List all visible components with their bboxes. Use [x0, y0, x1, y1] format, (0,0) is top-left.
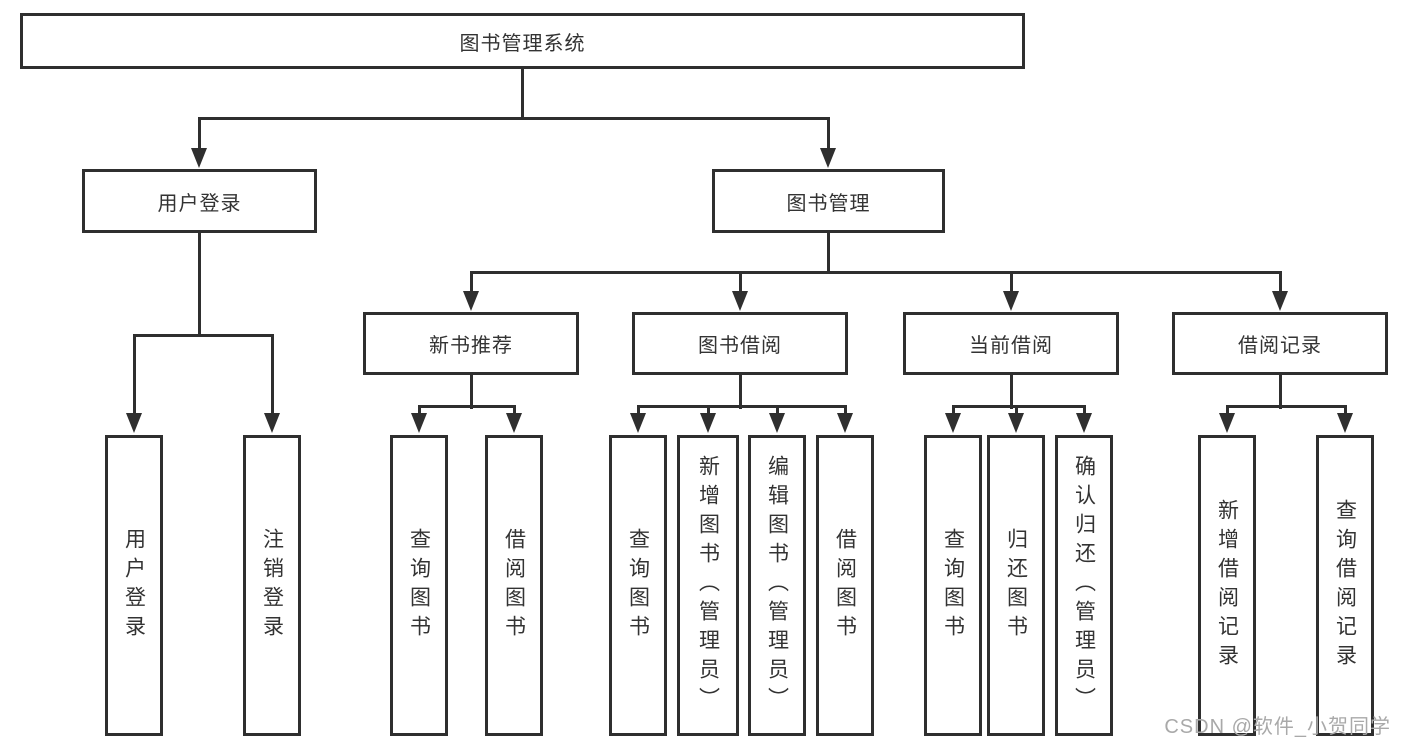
- connector-vline: [521, 69, 524, 120]
- arrow-down-icon: [630, 413, 646, 433]
- node-book-borrow-label: 图书借阅: [698, 335, 782, 357]
- node-book-management: 图书管理: [712, 169, 945, 233]
- arrow-down-icon: [1076, 413, 1092, 433]
- node-leaf-borrow-book-1-label: 借阅图书: [502, 527, 526, 644]
- node-current-borrow-label: 当前借阅: [969, 335, 1053, 357]
- node-leaf-borrow-book-1: 借阅图书: [485, 435, 543, 736]
- node-new-book-recommend-label: 新书推荐: [429, 335, 513, 357]
- connector-vline: [1344, 408, 1347, 413]
- node-leaf-add-borrow-record: 新增借阅记录: [1198, 435, 1256, 736]
- connector-vline: [844, 408, 847, 413]
- connector-vline: [637, 408, 640, 413]
- arrow-down-icon: [506, 413, 522, 433]
- connector-vline: [198, 233, 201, 337]
- connector-vline: [198, 120, 201, 148]
- connector-vline: [1279, 274, 1282, 291]
- connector-hline: [952, 405, 1086, 408]
- connector-vline: [1083, 408, 1086, 413]
- connector-vline: [271, 337, 274, 413]
- node-leaf-query-book-1: 查询图书: [390, 435, 448, 736]
- node-leaf-logout: 注销登录: [243, 435, 301, 736]
- connector-vline: [739, 274, 742, 291]
- arrow-down-icon: [126, 413, 142, 433]
- connector-hline: [198, 117, 830, 120]
- node-leaf-logout-label: 注销登录: [260, 527, 284, 644]
- node-leaf-user-login-label: 用户登录: [122, 527, 146, 644]
- node-leaf-borrow-book-2: 借阅图书: [816, 435, 874, 736]
- connector-vline: [1010, 375, 1013, 409]
- node-user-login-label: 用户登录: [157, 192, 242, 215]
- node-borrow-records-label: 借阅记录: [1238, 335, 1322, 357]
- node-leaf-confirm-return-label: 确认归还（管理员）: [1072, 455, 1096, 716]
- connector-vline: [827, 120, 830, 148]
- node-leaf-query-book-1-label: 查询图书: [407, 527, 431, 644]
- connector-vline: [513, 408, 516, 413]
- node-borrow-records: 借阅记录: [1172, 312, 1388, 375]
- connector-hline: [418, 405, 516, 408]
- node-leaf-edit-book: 编辑图书（管理员）: [748, 435, 806, 736]
- node-root-label: 图书管理系统: [459, 32, 586, 55]
- connector-vline: [707, 408, 710, 413]
- node-leaf-query-borrow-record: 查询借阅记录: [1316, 435, 1374, 736]
- connector-vline: [776, 408, 779, 413]
- node-leaf-query-book-3: 查询图书: [924, 435, 982, 736]
- node-leaf-query-book-3-label: 查询图书: [941, 527, 965, 644]
- node-leaf-add-book: 新增图书（管理员）: [677, 435, 739, 736]
- node-book-borrow: 图书借阅: [632, 312, 848, 375]
- connector-vline: [952, 408, 955, 413]
- connector-vline: [1226, 408, 1229, 413]
- node-leaf-query-borrow-record-label: 查询借阅记录: [1333, 498, 1357, 673]
- node-leaf-confirm-return: 确认归还（管理员）: [1055, 435, 1113, 736]
- connector-hline: [1226, 405, 1347, 408]
- node-new-book-recommend: 新书推荐: [363, 312, 579, 375]
- arrow-down-icon: [264, 413, 280, 433]
- arrow-down-icon: [1003, 291, 1019, 311]
- node-leaf-user-login: 用户登录: [105, 435, 163, 736]
- arrow-down-icon: [732, 291, 748, 311]
- node-leaf-borrow-book-2-label: 借阅图书: [833, 527, 857, 644]
- arrow-down-icon: [1337, 413, 1353, 433]
- node-leaf-add-borrow-record-label: 新增借阅记录: [1215, 498, 1239, 673]
- node-leaf-query-book-2-label: 查询图书: [626, 527, 650, 644]
- node-current-borrow: 当前借阅: [903, 312, 1119, 375]
- node-leaf-query-book-2: 查询图书: [609, 435, 667, 736]
- connector-hline: [470, 271, 1282, 274]
- connector-hline: [133, 334, 274, 337]
- arrow-down-icon: [837, 413, 853, 433]
- connector-vline: [1015, 408, 1018, 413]
- node-user-login: 用户登录: [82, 169, 317, 233]
- node-leaf-edit-book-label: 编辑图书（管理员）: [765, 455, 789, 716]
- arrow-down-icon: [1272, 291, 1288, 311]
- connector-vline: [133, 337, 136, 413]
- arrow-down-icon: [769, 413, 785, 433]
- arrow-down-icon: [411, 413, 427, 433]
- node-book-management-label: 图书管理: [786, 192, 871, 215]
- node-leaf-add-book-label: 新增图书（管理员）: [696, 455, 720, 716]
- connector-vline: [470, 375, 473, 409]
- arrow-down-icon: [191, 148, 207, 168]
- arrow-down-icon: [1008, 413, 1024, 433]
- arrow-down-icon: [945, 413, 961, 433]
- node-leaf-return-book: 归还图书: [987, 435, 1045, 736]
- connector-vline: [470, 274, 473, 291]
- node-leaf-return-book-label: 归还图书: [1004, 527, 1028, 644]
- watermark: CSDN @软件_小贺同学: [1164, 716, 1391, 738]
- connector-vline: [739, 375, 742, 409]
- connector-vline: [1279, 375, 1282, 409]
- node-root: 图书管理系统: [20, 13, 1025, 69]
- connector-vline: [1010, 274, 1013, 291]
- arrow-down-icon: [820, 148, 836, 168]
- arrow-down-icon: [700, 413, 716, 433]
- arrow-down-icon: [1219, 413, 1235, 433]
- arrow-down-icon: [463, 291, 479, 311]
- connector-vline: [827, 233, 830, 274]
- connector-vline: [418, 408, 421, 413]
- connector-hline: [637, 405, 847, 408]
